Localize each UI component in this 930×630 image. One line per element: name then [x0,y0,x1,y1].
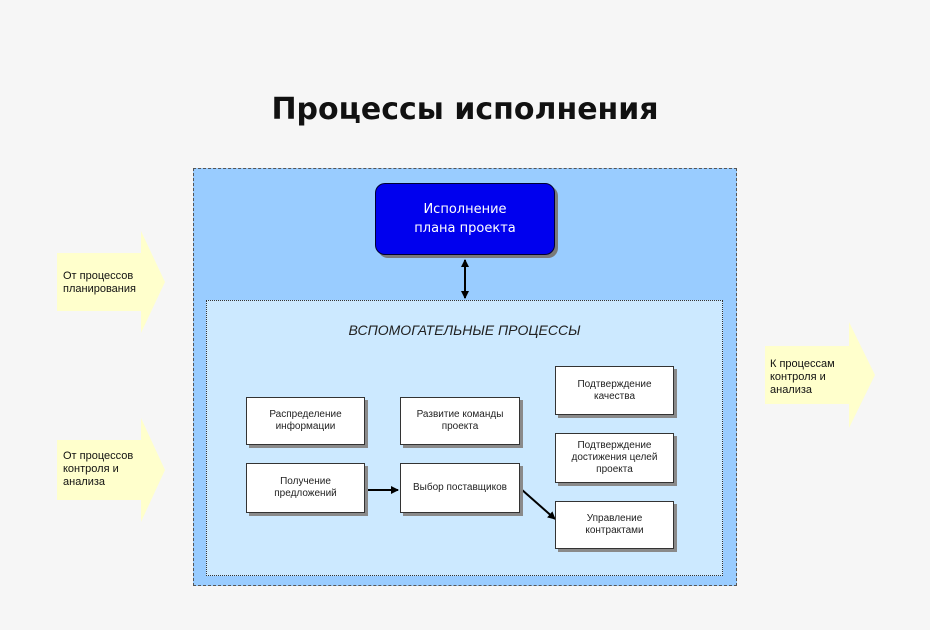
input-label-planning: От процессов планирования [63,270,136,295]
process-goal-confirmation: Подтверждение достижения целей проекта [555,433,674,483]
process-quality-assurance: Подтверждение качества [555,366,674,415]
process-info-distribution: Распределение информации [246,397,365,445]
diagram-title: Процессы исполнения [271,92,659,127]
output-arrow-control [765,322,875,428]
process-team-development: Развитие команды проекта [400,397,520,445]
process-contract-administration: Управление контрактами [555,501,674,549]
input-arrow-control [57,418,165,522]
process-source-selection: Выбор поставщиков [400,463,520,513]
process-proposal-solicitation: Получение предложений [246,463,365,513]
support-processes-title: ВСПОМОГАТЕЛЬНЫЕ ПРОЦЕССЫ [348,322,581,338]
input-label-control: От процессов контроля и анализа [63,450,134,488]
main-process-execution: Исполнение плана проекта [375,183,555,255]
input-arrow-planning [57,231,165,333]
output-label-control: К процессам контроля и анализа [770,358,835,396]
link-selection-to-contracts [520,488,556,520]
